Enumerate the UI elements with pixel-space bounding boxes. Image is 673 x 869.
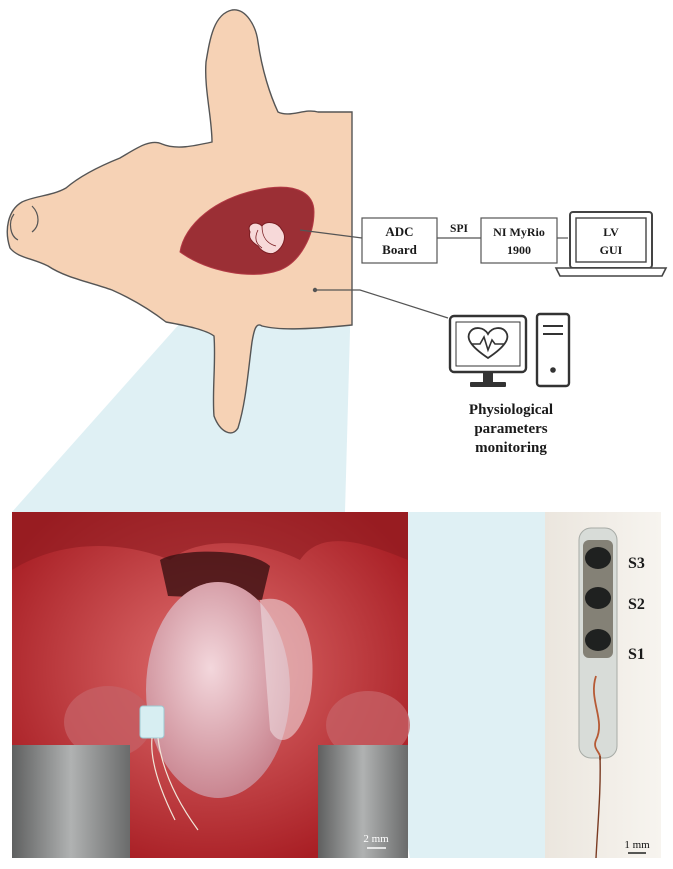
- lv-label-line1: LV: [603, 225, 619, 239]
- spi-label: SPI: [450, 223, 468, 235]
- sensor-on-heart: [140, 706, 164, 738]
- monitoring-caption-line2: parameters: [474, 421, 547, 437]
- monitoring-caption-line1: Physiological: [469, 402, 553, 418]
- sensor-label-s2: S2: [628, 596, 645, 613]
- adc-label-line2: Board: [382, 242, 417, 257]
- monitoring-caption-line3: monitoring: [475, 440, 547, 456]
- myrio-label-line1: NI MyRio: [493, 225, 545, 239]
- sensor-label-s1: S1: [628, 646, 645, 663]
- lv-label-line2: GUI: [600, 243, 623, 257]
- sensor-label-s3: S3: [628, 555, 645, 572]
- sensor-s1: [585, 629, 611, 651]
- adc-label-line1: ADC: [385, 224, 413, 239]
- retractor-left: [12, 745, 130, 858]
- surgery-scale-label: 2 mm: [363, 833, 389, 845]
- myrio-label-line2: 1900: [507, 243, 531, 257]
- computer-tower-icon: [537, 314, 569, 386]
- sensor-s2: [585, 587, 611, 609]
- surgery-photo: [12, 512, 410, 858]
- monitor-probe-point: [313, 288, 317, 292]
- heart-monitor-icon: [450, 316, 526, 387]
- device-scale-label: 1 mm: [624, 839, 650, 851]
- sensor-s3: [585, 547, 611, 569]
